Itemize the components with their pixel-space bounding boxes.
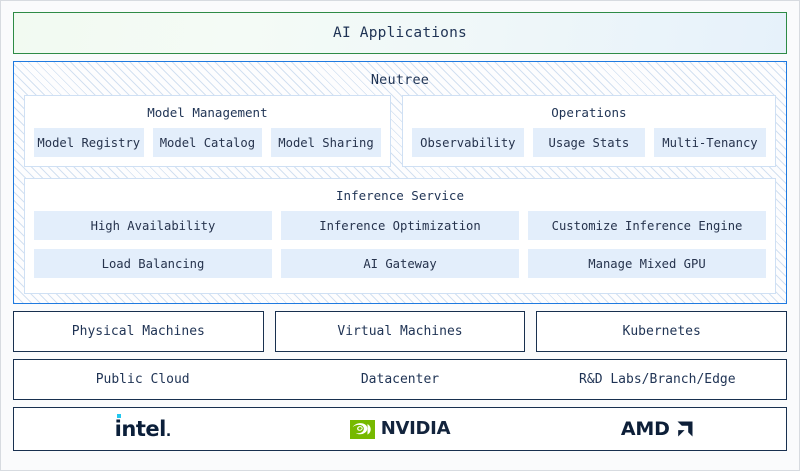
neutree-upper-row: Model Management Model Registry Model Ca… (24, 95, 776, 167)
chip-high-availability[interactable]: High Availability (34, 211, 272, 240)
deployment-locations-box: Public Cloud Datacenter R&D Labs/Branch/… (13, 359, 787, 400)
layer-neutree-platform: Neutree Model Management Model Registry … (13, 61, 787, 304)
panel-model-management: Model Management Model Registry Model Ca… (24, 95, 391, 167)
infra-box-physical-machines[interactable]: Physical Machines (13, 311, 264, 352)
chip-customize-inference-engine[interactable]: Customize Inference Engine (528, 211, 766, 240)
chip-model-registry[interactable]: Model Registry (34, 128, 144, 157)
intel-wordmark: intel (114, 416, 167, 441)
nvidia-eye-icon (349, 419, 375, 439)
chip-usage-stats[interactable]: Usage Stats (532, 128, 645, 157)
chip-ai-gateway[interactable]: AI Gateway (281, 249, 519, 278)
panel-title-model-management: Model Management (147, 105, 268, 120)
vendor-amd: AMD (529, 417, 786, 440)
location-datacenter[interactable]: Datacenter (360, 372, 440, 387)
neutree-title: Neutree (370, 72, 430, 88)
panel-title-inference-service: Inference Service (336, 188, 464, 203)
operations-chip-row: Observability Usage Stats Multi-Tenancy (411, 128, 766, 157)
intel-period: . (165, 423, 171, 440)
model-management-chip-row: Model Registry Model Catalog Model Shari… (34, 128, 381, 157)
vendor-intel: intel. (14, 413, 271, 441)
layer-ai-applications: AI Applications (13, 12, 787, 54)
amd-arrow-icon (676, 420, 694, 438)
inference-chip-row-2: Load Balancing AI Gateway Manage Mixed G… (34, 249, 766, 278)
panel-inference-service: Inference Service High Availability Infe… (24, 178, 776, 294)
chip-model-sharing[interactable]: Model Sharing (271, 128, 381, 157)
intel-logo: intel. (114, 413, 171, 441)
chip-load-balancing[interactable]: Load Balancing (34, 249, 272, 278)
panel-operations: Operations Observability Usage Stats Mul… (401, 95, 776, 167)
chip-model-catalog[interactable]: Model Catalog (152, 128, 263, 157)
infra-box-kubernetes[interactable]: Kubernetes (536, 311, 788, 352)
location-public-cloud[interactable]: Public Cloud (95, 372, 190, 387)
layer-deployment-locations: Public Cloud Datacenter R&D Labs/Branch/… (13, 359, 787, 400)
nvidia-wordmark: NVIDIA (380, 418, 451, 439)
chip-observability[interactable]: Observability (411, 128, 524, 157)
layer-hardware-vendors: intel. NVIDIA AMD (13, 407, 787, 451)
intel-dot-icon (117, 413, 122, 418)
chip-manage-mixed-gpu[interactable]: Manage Mixed GPU (528, 249, 766, 278)
chip-multi-tenancy[interactable]: Multi-Tenancy (653, 128, 766, 157)
amd-wordmark: AMD (620, 417, 670, 440)
layer-compute-substrate: Physical Machines Virtual Machines Kuber… (13, 311, 788, 352)
location-rnd-labs-branch-edge[interactable]: R&D Labs/Branch/Edge (579, 372, 736, 387)
panel-title-operations: Operations (551, 105, 627, 120)
vendor-nvidia: NVIDIA (271, 418, 528, 439)
ai-applications-label: AI Applications (333, 25, 467, 41)
infra-box-virtual-machines[interactable]: Virtual Machines (274, 311, 526, 352)
inference-chip-row-1: High Availability Inference Optimization… (34, 211, 766, 240)
chip-inference-optimization[interactable]: Inference Optimization (281, 211, 519, 240)
